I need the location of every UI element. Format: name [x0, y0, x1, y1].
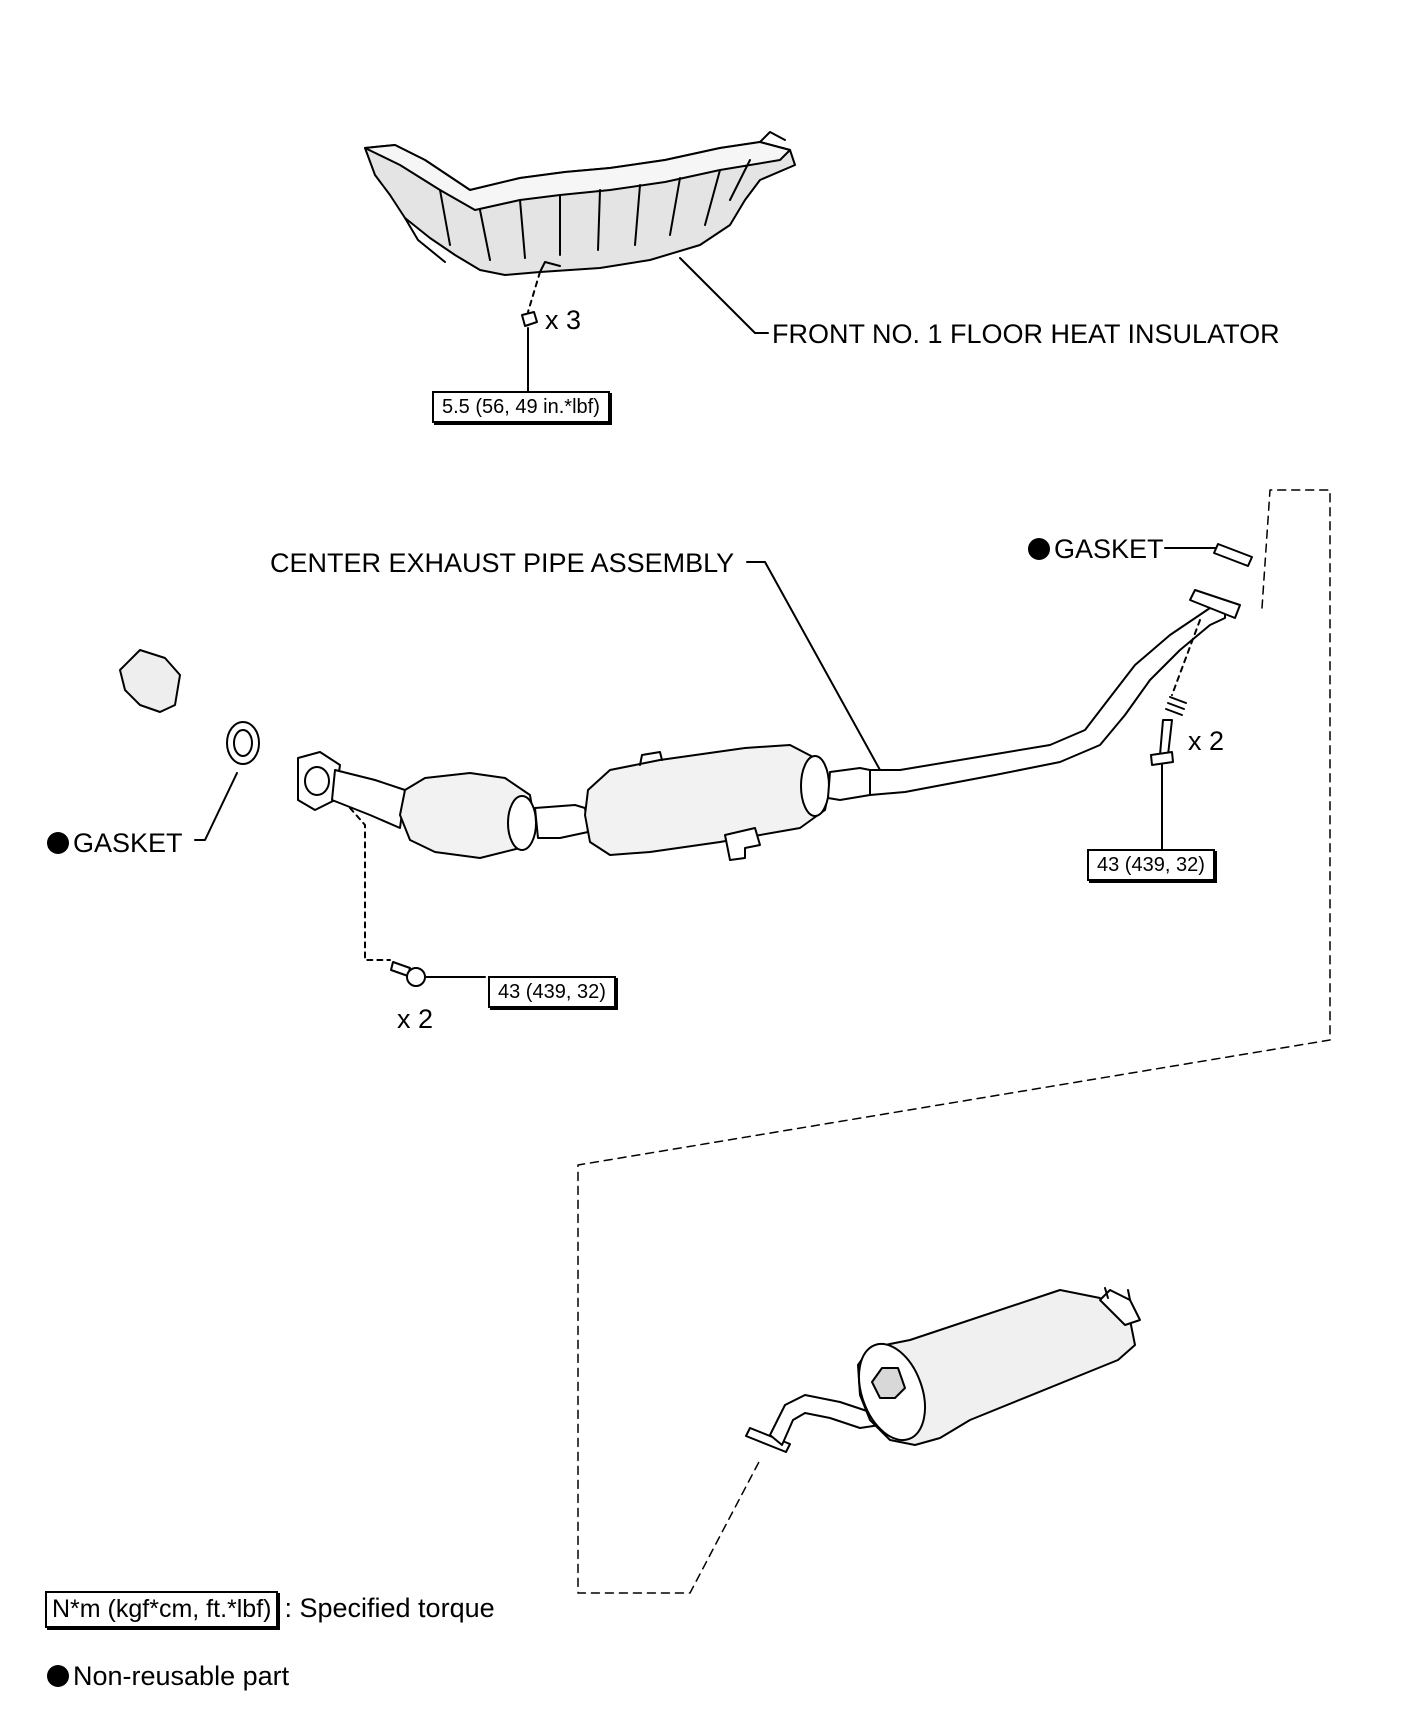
rear-bolt [1159, 719, 1173, 756]
legend-torque-text: : Specified torque [284, 1593, 495, 1623]
heat-insulator-drawing [364, 131, 796, 276]
gasket-right-text: GASKET [1054, 534, 1164, 564]
legend-non-reusable: Non-reusable part [47, 1663, 289, 1690]
rear-dashes [1171, 619, 1201, 696]
insulator-nut [521, 311, 538, 327]
non-reusable-dot-icon [47, 832, 69, 854]
front-bolt-dashes [349, 807, 391, 961]
legend-non-reusable-text: Non-reusable part [73, 1661, 290, 1691]
label-heat-insulator: FRONT NO. 1 FLOOR HEAT INSULATOR [772, 319, 1280, 349]
gasket-left-leader [194, 772, 238, 841]
insulator-nut-dashes [527, 271, 541, 313]
non-reusable-dot-icon [1028, 538, 1050, 560]
torque-rear-flange-bolt: 43 (439, 32) [1087, 849, 1215, 881]
center-pipe-leader [746, 561, 881, 771]
label-gasket-right: GASKET [1028, 536, 1164, 563]
legend-torque-unit-box: N*m (kgf*cm, ft.*lbf) [45, 1591, 279, 1628]
center-pipe-drawing [297, 589, 1241, 861]
label-qty-front-bolts: x 2 [397, 1004, 434, 1034]
torque-front-flange-bolt: 43 (439, 32) [488, 976, 616, 1008]
label-qty-rear-bolts: x 2 [1188, 726, 1225, 756]
right-gasket [1213, 543, 1253, 567]
muffler-drawing [745, 1287, 1141, 1453]
label-qty-insulator-nuts: x 3 [545, 305, 582, 335]
legend-torque: N*m (kgf*cm, ft.*lbf): Specified torque [45, 1591, 495, 1628]
front-gasket [226, 721, 260, 765]
front-bracket [119, 649, 181, 713]
insulator-leader [679, 257, 769, 334]
non-reusable-dot-icon [47, 1665, 69, 1687]
label-center-exhaust-pipe: CENTER EXHAUST PIPE ASSEMBLY [270, 548, 735, 578]
label-gasket-left: GASKET [47, 830, 183, 857]
gasket-left-text: GASKET [73, 828, 183, 858]
torque-insulator-nut: 5.5 (56, 49 in.*lbf) [432, 391, 610, 423]
rear-spring [1165, 696, 1187, 716]
connection-dashes [577, 489, 1331, 1594]
